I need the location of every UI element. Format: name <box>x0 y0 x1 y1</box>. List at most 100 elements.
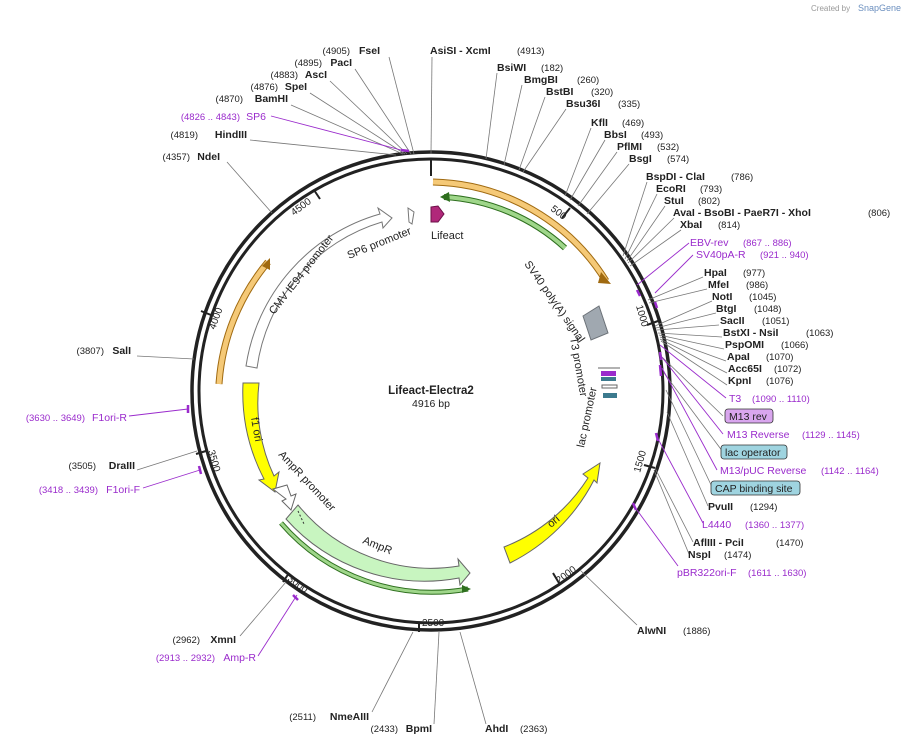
primer-leader-lines <box>128 115 727 657</box>
scale-ticks <box>195 189 659 632</box>
leader-lines <box>136 56 728 725</box>
leader-m13puc <box>661 367 718 471</box>
site-draiii: DraIII <box>109 460 135 472</box>
site-bsu36i: Bsu36I <box>566 98 601 110</box>
site-apai: ApaI <box>727 351 750 363</box>
site-btgi: BtgI <box>716 303 736 315</box>
leader-kfli <box>564 127 592 197</box>
box-cap-binding-site <box>710 480 801 496</box>
site-claI-pos: (786) <box>731 172 753 183</box>
site-kpni: KpnI <box>728 375 751 387</box>
leader-lac-operator <box>663 372 724 453</box>
leader-stui <box>626 205 666 262</box>
site-bstbi: BstBI <box>546 86 574 98</box>
site-kfli-pos: (469) <box>622 118 644 129</box>
box-cap-binding-site-label: CAP binding site <box>715 483 793 495</box>
leader-f1ori-r <box>128 408 189 417</box>
leader-asci <box>329 80 408 155</box>
feature-f1-ori <box>242 382 280 493</box>
primer-m13-reverse-pos: (1129 .. 1145) <box>802 430 860 441</box>
leader-nspi <box>653 469 690 555</box>
site-bsgi-pos: (574) <box>667 154 689 165</box>
site-xbai: XbaI <box>680 219 702 231</box>
primer-t3-pos: (1090 .. 1110) <box>752 394 810 405</box>
leader-paci <box>354 68 412 155</box>
leader-bsiwi <box>485 72 498 160</box>
tick-label-2500: 2500 <box>422 618 445 629</box>
tick-mark-3500 <box>195 450 207 455</box>
mark-m13puc <box>658 364 663 377</box>
leader-t3 <box>659 344 727 399</box>
mark-ebv <box>635 289 642 297</box>
primer-f1ori-f: F1ori-F <box>106 484 140 496</box>
site-pcii-pos: (1470) <box>776 538 803 549</box>
tick-label-4000: 4000 <box>207 306 225 331</box>
site-pflmi-pos: (532) <box>657 142 679 153</box>
site-bmgbi-pos: (260) <box>577 75 599 86</box>
primer-ebv-rev: EBV-rev <box>690 237 729 249</box>
site-stui: StuI <box>664 195 684 207</box>
site-pvuii-pos: (1294) <box>750 502 777 513</box>
site-kpni-pos: (1076) <box>766 376 793 387</box>
site-ndei-pos: (4357) <box>163 152 190 163</box>
mark-l4440 <box>654 432 660 442</box>
feature-lac-promoter-mark <box>601 384 618 389</box>
site-ahdi: AhdI <box>485 723 508 735</box>
site-bpmi: BpmI <box>406 723 432 735</box>
site-alwni: AlwNI <box>637 625 666 637</box>
site-asisi-xcmi: AsiSI - XcmI <box>430 45 491 57</box>
primer-sv40pa-r: SV40pA-R <box>696 249 746 261</box>
tick-mark-4500 <box>313 189 321 200</box>
primer-m13puc-reverse: M13/pUC Reverse <box>720 465 807 477</box>
primer-l4440: L4440 <box>702 519 731 531</box>
leader-bpmi <box>433 631 440 725</box>
site-bstxi-nsii: BstXI - NsiI <box>723 327 779 339</box>
feature-label-ampr: AmpR <box>361 535 394 558</box>
feature-ori <box>503 461 601 564</box>
leader-pbr322ori-f <box>633 505 679 567</box>
site-kfli: KflI <box>591 117 608 129</box>
site-spei-pos: (4876) <box>251 82 278 93</box>
feature-label-cmv-promoter: CMV IE94 promoter <box>267 233 337 317</box>
site-hindiii: HindIII <box>215 129 247 141</box>
site-pcii: AflIII - PciI <box>693 537 744 549</box>
leader-sacii <box>656 324 720 331</box>
feature-green-arc <box>443 195 567 250</box>
site-xmni: XmnI <box>210 634 236 646</box>
site-ecori-pos: (793) <box>700 184 722 195</box>
site-asisi-pos: (4913) <box>517 46 544 57</box>
primer-sv40pa-r-pos: (921 .. 940) <box>760 250 809 261</box>
leader-nsii <box>657 332 723 338</box>
primer-pbr322ori-f: pBR322ori-F <box>677 567 737 579</box>
site-claI-group: BspDI - ClaI <box>646 171 705 183</box>
site-stui-pos: (802) <box>698 196 720 207</box>
site-asci-pos: (4883) <box>271 70 298 81</box>
plasmid-name: Lifeact-Electra2 <box>388 385 474 397</box>
primer-amp-r-pos: (2913 .. 2932) <box>156 653 215 664</box>
tick-mark-1000 <box>646 320 659 326</box>
tick-mark-3000 <box>282 572 290 583</box>
leader-bmgbi <box>503 84 523 166</box>
site-bsiwi-pos: (182) <box>541 63 563 74</box>
box-m13-rev-label: M13 rev <box>729 411 768 423</box>
site-pvuii: PvuII <box>708 501 733 513</box>
leader-pflmi <box>577 151 618 207</box>
leader-ndei <box>226 161 273 214</box>
leader-pspomi <box>658 334 725 350</box>
site-hpai: HpaI <box>704 267 727 279</box>
leader-asisi <box>430 56 433 155</box>
site-pspomi-pos: (1066) <box>781 340 808 351</box>
site-fsei-pos: (4905) <box>323 46 350 57</box>
primer-ebv-rev-pos: (867 .. 886) <box>743 238 792 249</box>
box-m13-rev <box>724 408 774 424</box>
tick-mark-1500 <box>643 464 656 469</box>
primer-sp6: SP6 <box>246 111 266 123</box>
site-mfei-pos: (986) <box>746 280 768 291</box>
primer-marks <box>186 148 663 601</box>
leader-bsu36i <box>522 108 567 173</box>
backbone-inner <box>197 157 665 625</box>
site-hpai-pos: (977) <box>743 268 765 279</box>
leader-kpni <box>660 340 728 386</box>
tick-label-3500: 3500 <box>205 449 222 474</box>
